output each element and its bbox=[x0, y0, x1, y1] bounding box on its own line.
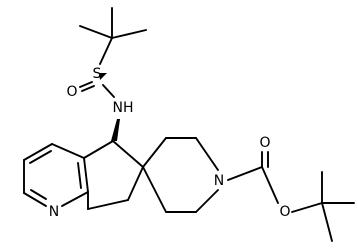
bond-c2-n1-inner bbox=[30, 189, 47, 200]
cyclopentane-ring bbox=[83, 140, 144, 210]
bond-n1-c7a bbox=[61, 191, 89, 207]
bond-sulfur-oxygen-b bbox=[81, 85, 95, 92]
bond-sulfur-oxygen-a bbox=[79, 81, 93, 88]
bond-spiro-c3p bbox=[142, 137, 167, 168]
atom-label-sulfinyl-oxygen: O bbox=[66, 84, 77, 100]
bond-boc-methyl-3 bbox=[321, 202, 333, 242]
bond-c5p-spiro bbox=[142, 166, 167, 213]
bond-c4-c3-inner bbox=[29, 150, 52, 164]
atom-label-pyridine-nitrogen: N bbox=[49, 204, 59, 220]
wedge-bond-sulfur bbox=[99, 73, 107, 80]
wedge-bond-nh bbox=[111, 119, 120, 141]
bond-ester-o-tbu bbox=[291, 202, 323, 213]
bond-n-carbonyl bbox=[227, 166, 263, 181]
bond-c4-c3 bbox=[23, 143, 53, 161]
bond-spiro-c7 bbox=[127, 166, 144, 201]
atom-label-sulfur: S bbox=[93, 66, 102, 82]
atom-label-carbonyl-oxygen: O bbox=[259, 135, 270, 151]
bond-c2p-n bbox=[195, 137, 219, 171]
bond-c5-c4a bbox=[83, 140, 114, 159]
bond-tbu-methyl-2 bbox=[79, 25, 113, 39]
bond-tbu-to-sulfur bbox=[99, 37, 113, 65]
pyridine-ring bbox=[23, 143, 89, 210]
bond-c2-n1 bbox=[23, 192, 47, 207]
atom-label-amine: NH bbox=[113, 100, 134, 116]
bond-c4a-c4 bbox=[51, 143, 85, 159]
bond-tbu-methyl-3 bbox=[111, 29, 147, 39]
atom-label-ester-oxygen: O bbox=[279, 204, 290, 220]
bond-c7a-c4a-inner bbox=[77, 162, 82, 189]
atom-label-piperidine-nitrogen: N bbox=[214, 173, 224, 189]
bond-c5-spiro bbox=[112, 140, 144, 168]
boc-group bbox=[227, 151, 355, 242]
bond-c7a-c4a bbox=[83, 157, 89, 193]
bond-carbonyl-ester-o bbox=[261, 166, 279, 204]
tert-butyl-sulfinyl-group bbox=[79, 7, 147, 98]
piperidine-ring bbox=[142, 137, 219, 213]
bond-sulfur-nitrogen bbox=[102, 84, 115, 98]
bond-c7-c7a bbox=[87, 199, 129, 210]
bond-n-c6p bbox=[195, 189, 219, 213]
